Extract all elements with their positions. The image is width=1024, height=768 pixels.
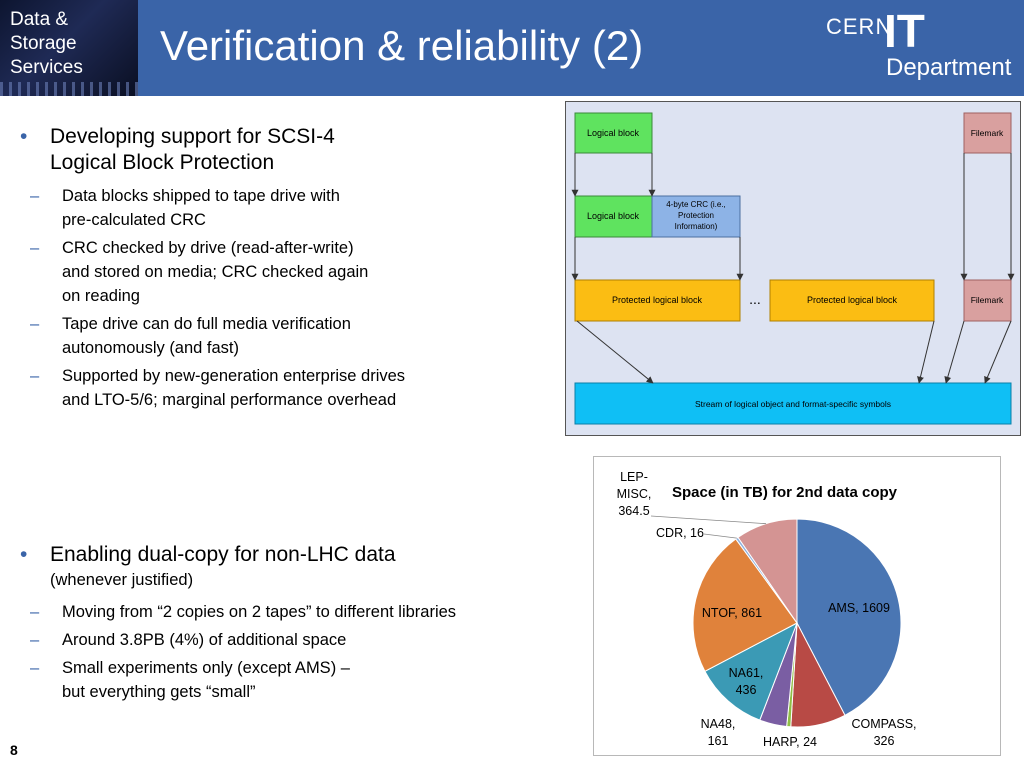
header-bar: Data & Storage Services Verification & r… (0, 0, 1024, 96)
slice-label: LEP-MISC,364.5 (617, 470, 652, 518)
logical-block-label: Logical block (587, 211, 640, 221)
protected-block-label: Protected logical block (807, 295, 898, 305)
badge-line: Services (10, 57, 83, 78)
page-number: 8 (10, 742, 18, 758)
sub-bullet-line: and LTO-5/6; marginal performance overhe… (62, 391, 397, 409)
protected-block-box (574, 279, 741, 322)
bullet-item: Enabling dual-copy for non-LHC data (whe… (18, 542, 578, 592)
bullet-line: Enabling dual-copy for non-LHC data (50, 543, 396, 566)
leader-line (650, 515, 767, 525)
sub-bullet-line: Supported by new-generation enterprise d… (62, 367, 406, 385)
protected-block-label: Protected logical block (612, 295, 703, 305)
bullet-line: Developing support for SCSI-4 (50, 125, 335, 148)
filemark-label: Filemark (971, 295, 1004, 305)
sub-bullet-line: and stored on media; CRC checked again (62, 263, 369, 281)
sub-bullet-item: Around 3.8PB (4%) of additional space (18, 628, 578, 652)
bullet-section-1: Developing support for SCSI-4 Logical Bl… (18, 124, 578, 416)
sub-bullet-line: but everything gets “small” (62, 683, 256, 701)
filemark-label: Filemark (971, 128, 1004, 138)
service-badge: Data & Storage Services (0, 0, 138, 96)
slice-label: AMS, 1609 (828, 601, 890, 615)
logical-block-box (574, 112, 653, 154)
bullet-section-2: Enabling dual-copy for non-LHC data (whe… (18, 542, 578, 708)
crc-label: Information) (675, 222, 718, 231)
stream-label: Stream of logical object and format-spec… (695, 399, 891, 409)
bullet-item: Developing support for SCSI-4 Logical Bl… (18, 124, 578, 176)
badge-decoration (0, 82, 138, 96)
slice-label: NTOF, 861 (702, 606, 762, 620)
sub-bullet-line: Small experiments only (except AMS) – (62, 659, 350, 677)
diagram-arrow (917, 320, 935, 384)
logo-it-text: IT (884, 5, 925, 57)
slice-label: COMPASS,326 (851, 717, 916, 748)
slide-title: Verification & reliability (2) (160, 22, 644, 69)
sub-bullet-line: Moving from “2 copies on 2 tapes” to dif… (62, 603, 457, 621)
logo-cern-text: CERN (826, 14, 893, 39)
sub-bullet-line: Data blocks shipped to tape drive with (62, 187, 340, 205)
diagram-arrow (944, 320, 965, 384)
sub-bullet-item: CRC checked by drive (read-after-write) … (18, 236, 578, 308)
chart-title: Space (in TB) for 2nd data copy (672, 484, 898, 501)
badge-line: Data & (10, 9, 69, 30)
crc-label: 4-byte CRC (i.e., (666, 200, 726, 209)
sub-bullet-item: Small experiments only (except AMS) – bu… (18, 656, 578, 704)
sub-bullet-line: on reading (62, 287, 140, 305)
pie-chart-frame: Space (in TB) for 2nd data copy AMS, 160… (593, 456, 1001, 756)
sub-bullet-line: autonomously (and fast) (62, 339, 240, 357)
slice-label: CDR, 16 (656, 526, 704, 540)
pie-chart: Space (in TB) for 2nd data copy AMS, 160… (617, 470, 917, 749)
sub-bullet-list: Data blocks shipped to tape drive with p… (18, 184, 578, 412)
badge-line: Storage (10, 33, 77, 54)
protected-block-box (769, 279, 935, 322)
pie-slice (737, 518, 798, 625)
sub-bullet-item: Tape drive can do full media verificatio… (18, 312, 578, 360)
pie-slice (692, 538, 798, 673)
bullet-line: Logical Block Protection (50, 151, 275, 174)
sub-bullet-list: Moving from “2 copies on 2 tapes” to dif… (18, 600, 578, 704)
leader-line (703, 533, 737, 539)
crc-box (651, 195, 741, 238)
sub-bullet-item: Supported by new-generation enterprise d… (18, 364, 578, 412)
slice-label: NA61,436 (729, 666, 764, 697)
logical-block-label: Logical block (587, 128, 640, 138)
lbp-diagram: Logical block Filemark Logical block 4-b… (565, 101, 1021, 436)
filemark-box (963, 279, 1012, 322)
filemark-box (963, 112, 1012, 154)
sub-bullet-item: Data blocks shipped to tape drive with p… (18, 184, 578, 232)
pie-slice (704, 621, 798, 721)
slice-label: HARP, 24 (763, 735, 817, 749)
bullet-note: (whenever justified) (50, 571, 194, 589)
slice-label: NA48,161 (701, 717, 736, 748)
diagram-arrow (576, 320, 654, 384)
logo-department-text: Department (886, 54, 1012, 81)
sub-bullet-line: CRC checked by drive (read-after-write) (62, 239, 354, 257)
crc-label: Protection (678, 211, 714, 220)
sub-bullet-line: Around 3.8PB (4%) of additional space (62, 631, 347, 649)
stream-box (574, 382, 1012, 425)
diagram-arrow (984, 320, 1012, 384)
pie-slice (796, 518, 902, 716)
diagram-ellipsis: ... (749, 291, 761, 307)
sub-bullet-line: pre-calculated CRC (62, 211, 206, 229)
sub-bullet-item: Moving from “2 copies on 2 tapes” to dif… (18, 600, 578, 624)
sub-bullet-line: Tape drive can do full media verificatio… (62, 315, 351, 333)
